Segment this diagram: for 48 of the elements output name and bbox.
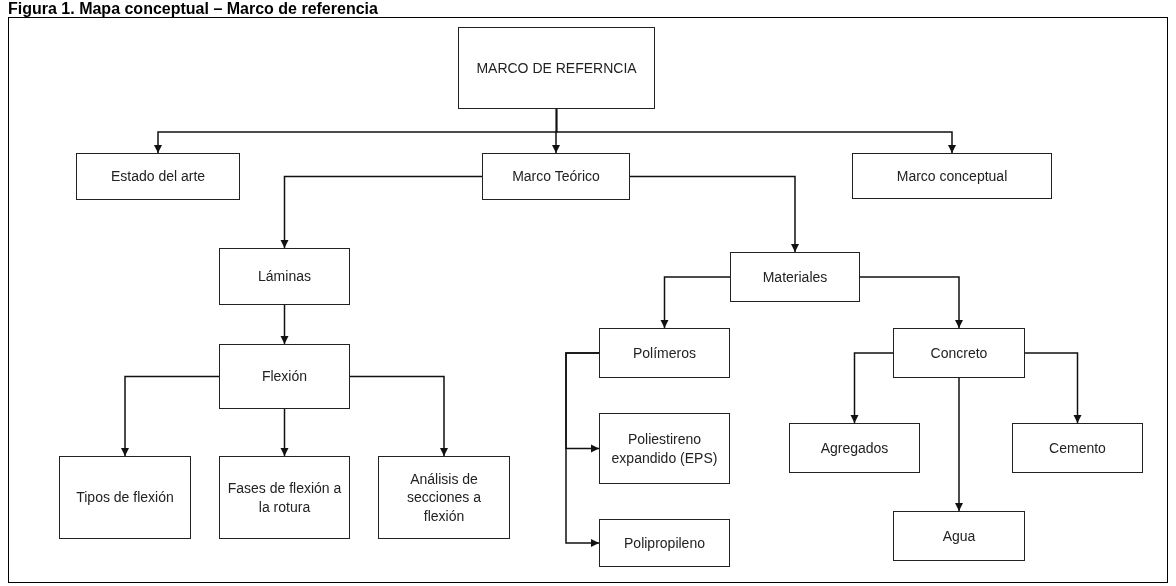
figure-title: Figura 1. Mapa conceptual – Marco de referencia xyxy=(8,0,378,17)
concept-label: Marco Teórico xyxy=(512,167,600,186)
concept-box xyxy=(599,413,730,484)
arrow xyxy=(859,276,963,329)
arrow xyxy=(349,375,448,457)
concept-label: Flexión xyxy=(261,367,308,386)
arrow xyxy=(955,377,963,512)
arrow xyxy=(555,108,956,154)
concept-box xyxy=(1012,423,1143,473)
arrow xyxy=(280,175,483,249)
concept-label: Marco conceptual xyxy=(896,166,1008,186)
concept-box xyxy=(76,153,240,200)
arrow xyxy=(565,352,600,547)
concept-label: Polipropileno xyxy=(624,533,705,553)
concept-box xyxy=(852,153,1052,199)
concept-label: Estado del arte xyxy=(110,167,206,186)
concept-label: Cemento xyxy=(1049,438,1106,458)
arrow xyxy=(1024,352,1082,424)
concept-label: Agua xyxy=(942,526,976,546)
concept-box xyxy=(599,519,730,567)
concept-label: Poliestireno expandido (EPS) xyxy=(610,430,719,467)
concept-label: Polímeros xyxy=(633,343,696,363)
arrow xyxy=(121,375,220,457)
arrow xyxy=(850,352,894,424)
arrow xyxy=(280,408,289,457)
concept-label: Agregados xyxy=(820,438,889,458)
concept-box xyxy=(730,252,860,302)
concept-box xyxy=(482,153,630,200)
arrow xyxy=(660,276,731,329)
concept-label: Materiales xyxy=(762,267,828,287)
arrow xyxy=(629,175,799,253)
concept-label: MARCO DE REFERNCIA xyxy=(476,58,637,78)
concept-label: Láminas xyxy=(258,267,311,286)
concept-label: Concreto xyxy=(930,343,988,363)
concept-box xyxy=(789,423,920,473)
concept-box xyxy=(219,456,350,539)
concept-label: Fases de flexión a la rotura xyxy=(226,479,343,516)
concept-box xyxy=(599,328,730,378)
concept-box xyxy=(893,511,1025,561)
concept-box xyxy=(893,328,1025,378)
concept-box xyxy=(219,248,350,305)
concept-box xyxy=(378,456,510,539)
concept-label: Tipos de flexión xyxy=(76,488,174,507)
concept-box xyxy=(458,27,655,109)
arrow xyxy=(280,304,289,345)
concept-label: Análisis de secciones a flexión xyxy=(406,470,482,525)
concept-box xyxy=(219,344,350,409)
concept-box xyxy=(59,456,191,539)
